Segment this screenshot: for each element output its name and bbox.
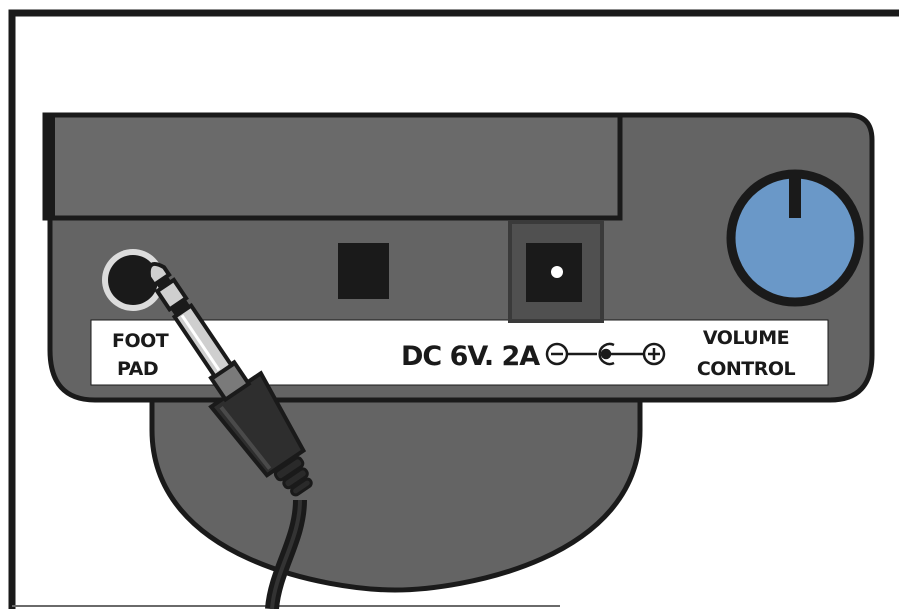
square-switch-button[interactable]	[338, 243, 389, 299]
foot-pad-label-line1: FOOT	[112, 330, 169, 352]
dc-power-jack[interactable]	[508, 220, 604, 323]
foot-pad-label-line2: PAD	[117, 358, 158, 380]
dc-rating-label: DC 6V. 2A	[401, 341, 540, 372]
volume-control-label-line2: CONTROL	[697, 358, 796, 380]
volume-knob[interactable]	[726, 169, 864, 307]
knob-indicator	[789, 176, 801, 218]
top-section-shadow	[43, 117, 55, 216]
volume-control-label-line1: VOLUME	[703, 327, 789, 349]
foot-pad-jack[interactable]	[102, 249, 164, 311]
trs-plug-icon	[146, 262, 313, 609]
device-top-section	[42, 112, 623, 221]
center-positive-polarity-icon	[545, 342, 666, 366]
